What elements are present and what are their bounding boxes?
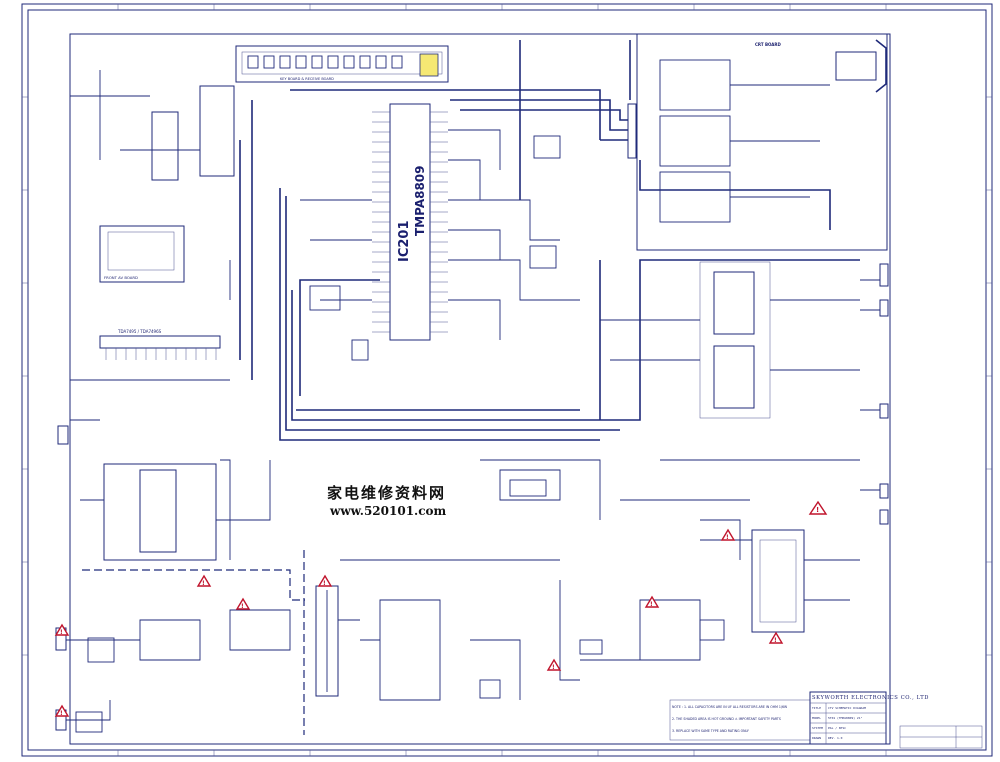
main-frame: [69, 33, 891, 745]
svg-text:!: !: [241, 603, 244, 610]
key-board-label: KEY BOARD & RECEIVE BOARD: [280, 77, 334, 81]
front-av-board: [99, 225, 185, 283]
svg-text:!: !: [816, 506, 819, 514]
main-wires: [239, 40, 860, 441]
warning-triangle-3: !: [317, 574, 333, 587]
tb-row-1-label: TITLE: [812, 706, 821, 710]
secondary-wires: [60, 70, 880, 721]
warning-triangle-4: !: [54, 623, 70, 636]
tb-row-3-value: PAL / NTSC: [828, 726, 846, 730]
main-ic-pins-left: [372, 111, 390, 333]
main-ic-pins-right: [430, 111, 448, 333]
right-ic-frame: [699, 261, 771, 419]
main-ic-name: TMPA8809: [413, 165, 427, 236]
right-ic-upper: [713, 271, 755, 335]
svg-text:!: !: [60, 629, 63, 636]
sound-processor-ic: [151, 111, 179, 181]
hot-ground-region: [82, 569, 305, 601]
grid-ticks: [22, 4, 992, 756]
crt-board-frame: [636, 33, 888, 251]
svg-text:!: !: [202, 580, 205, 587]
ir-receiver: [419, 53, 439, 77]
audio-ic-label: TDA7495 / TDA7496S: [117, 329, 162, 334]
svg-text:!: !: [774, 637, 777, 644]
right-ic-lower: [713, 345, 755, 409]
warning-triangle-7: !: [768, 631, 784, 644]
note-line-2: 2. THE SHADED AREA IS HOT GROUND ⚠ IMPOR…: [672, 717, 781, 721]
warning-triangle-8: !: [808, 500, 828, 515]
front-av-label: FRONT AV BOARD: [104, 275, 138, 280]
warning-triangle-5: !: [54, 704, 70, 717]
power-regulator-ic: [199, 85, 235, 177]
crt-neck: [875, 39, 887, 93]
flyback-transformer: [751, 529, 805, 633]
main-ic-ref: IC201: [397, 220, 412, 262]
audio-ic-pins: [105, 348, 217, 360]
tb-row-1-value: CTV SCHEMATIC DIAGRAM: [828, 706, 866, 710]
svg-text:!: !: [323, 580, 326, 587]
warning-triangle-6: !: [644, 595, 660, 608]
note-line-3: 3. REPLACE WITH SAME TYPE AND RATING ONL…: [672, 729, 749, 733]
svg-text:!: !: [60, 710, 63, 717]
crt-drive-circuits: [659, 59, 830, 223]
av-switch-block: [103, 463, 217, 561]
tb-row-3-label: SYSTEM: [812, 726, 823, 730]
svg-text:!: !: [650, 601, 653, 608]
sheet-border-inner: [27, 9, 987, 751]
right-connectors: [879, 263, 889, 525]
component-clusters: [75, 135, 725, 733]
key-board-inner: [241, 51, 443, 75]
crt-socket: [835, 51, 877, 81]
warning-triangle-2: !: [235, 597, 251, 610]
crt-board-label: CRT BOARD: [755, 42, 781, 47]
av-switch-ic: [139, 469, 177, 553]
svg-text:!: !: [552, 664, 555, 671]
warning-triangle-9: !: [720, 528, 736, 541]
audio-ic-body: [99, 335, 221, 349]
left-connectors: [55, 425, 69, 731]
note-line-1: NOTE : 1. ALL CAPACITORS ARE IN UF ALL R…: [672, 705, 788, 709]
flyback-inner: [759, 539, 797, 623]
watermark-url: www.520101.com: [329, 504, 447, 518]
tb-row-4-value: REV. 1.0: [828, 736, 843, 740]
crt-connector: [627, 103, 637, 159]
warning-triangle-10: !: [546, 658, 562, 671]
title-block: [809, 691, 887, 745]
tb-row-2-value: 5T01 (TMPA8809) 21": [828, 716, 863, 720]
warning-triangle-1: !: [196, 574, 212, 587]
tb-row-4-label: DRAWN: [812, 736, 821, 740]
company-name: SKYWORTH ELECTRONICS CO., LTD: [812, 695, 929, 701]
watermark-chinese: 家电维修资料网: [327, 484, 446, 502]
front-av-inner: [107, 231, 175, 271]
key-board-block: [235, 45, 449, 83]
key-switches: [247, 55, 403, 69]
tb-row-2-label: MODEL: [812, 716, 821, 720]
svg-text:!: !: [726, 534, 729, 541]
sheet-border-outer: [21, 3, 993, 757]
